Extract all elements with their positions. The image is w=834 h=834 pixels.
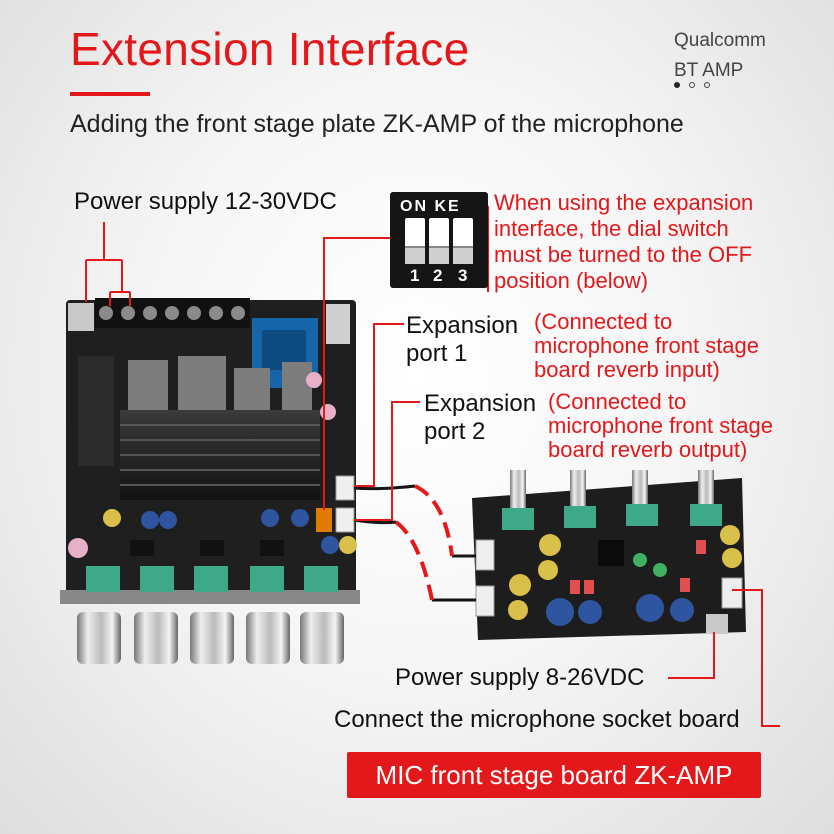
carousel-dot-3[interactable] xyxy=(704,82,710,88)
port-2-note-line-1: (Connected to xyxy=(548,389,687,414)
dip-toggle-3 xyxy=(453,218,473,264)
brand-label: Qualcomm BT AMP xyxy=(674,26,766,86)
dip-number-1: 1 xyxy=(410,266,420,285)
port-1-note-line-2: microphone front stage xyxy=(534,333,760,358)
label-power-supply-main: Power supply 12-30VDC xyxy=(74,188,337,215)
dip-number-3: 3 xyxy=(458,266,468,285)
expansion-port-1-line-1: Expansion xyxy=(406,312,519,339)
dip-note-line-3: must be turned to the OFF xyxy=(494,242,753,267)
carousel-dots[interactable] xyxy=(674,82,710,88)
dip-switch-label: ON KE xyxy=(400,198,461,215)
expansion-port-2-note: (Connected to microphone front stage boa… xyxy=(548,390,773,462)
expansion-port-2-line-1: Expansion xyxy=(424,390,537,417)
expansion-port-2-line-2: port 2 xyxy=(424,418,486,445)
brand-line-1: Qualcomm xyxy=(674,30,766,51)
page-subtitle: Adding the front stage plate ZK-AMP of t… xyxy=(70,110,684,138)
dip-number-2: 2 xyxy=(433,266,443,285)
page-title: Extension Interface xyxy=(70,23,470,75)
carousel-dot-2[interactable] xyxy=(689,82,695,88)
dip-note-line-2: interface, the dial switch xyxy=(494,216,729,241)
brand-line-2: BT AMP xyxy=(674,60,744,81)
leader-lines xyxy=(85,206,780,727)
dip-note-line-4: position (below) xyxy=(494,268,649,293)
product-badge: MIC front stage board ZK-AMP xyxy=(347,752,761,798)
port-2-note-line-2: microphone front stage xyxy=(548,413,774,438)
mic-preamp-board xyxy=(472,470,746,640)
expansion-port-1-note: (Connected to microphone front stage boa… xyxy=(534,310,759,382)
carousel-dot-1[interactable] xyxy=(674,82,680,88)
dip-note-line-1: When using the expansion xyxy=(494,190,754,215)
title-underline xyxy=(70,92,150,96)
port-1-note-line-3: board reverb input) xyxy=(534,357,720,382)
dip-switch-note: When using the expansion interface, the … xyxy=(494,190,753,294)
wire-route xyxy=(394,484,454,601)
expansion-port-1-line-2: port 1 xyxy=(406,340,468,367)
port-2-note-line-3: board reverb output) xyxy=(548,437,748,462)
label-expansion-port-2: Expansion port 2 xyxy=(424,390,536,446)
label-power-supply-mic: Power supply 8-26VDC xyxy=(395,664,645,691)
amplifier-board xyxy=(60,298,360,664)
label-mic-socket: Connect the microphone socket board xyxy=(334,706,740,733)
label-expansion-port-1: Expansion port 1 xyxy=(406,312,518,368)
dip-toggle-2 xyxy=(429,218,449,264)
port-1-note-line-1: (Connected to xyxy=(534,309,673,334)
dip-toggle-1 xyxy=(405,218,425,264)
